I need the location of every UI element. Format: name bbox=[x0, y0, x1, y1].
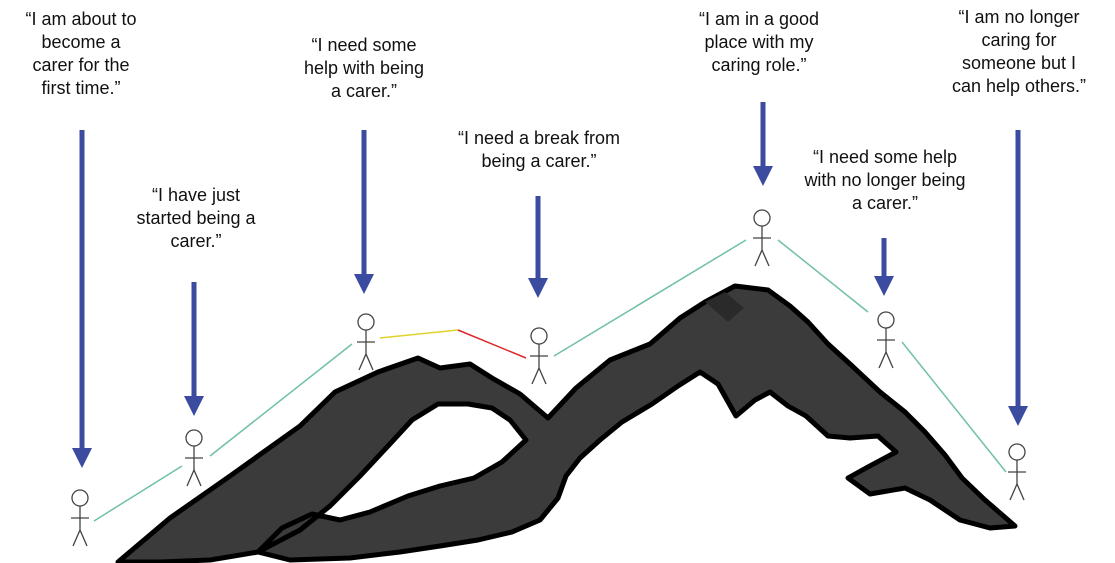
quote-just-started: “I have just started being a carer.” bbox=[136, 185, 256, 251]
stick-figure-7 bbox=[1008, 443, 1026, 501]
stick-figure-4 bbox=[530, 327, 548, 385]
journey-path bbox=[93, 239, 1007, 522]
quote-good-place: “I am in a good place with my caring rol… bbox=[698, 9, 820, 75]
quote-need-help: “I need some help with being a carer.” bbox=[303, 35, 425, 101]
stick-figure-3 bbox=[357, 313, 375, 371]
stick-figure-6 bbox=[877, 311, 895, 369]
mountain-icon bbox=[115, 283, 1018, 563]
stick-figure-icon bbox=[71, 209, 1026, 547]
stick-figure-2 bbox=[185, 429, 203, 487]
quote-help-no-longer-carer: “I need some help with no longer being a… bbox=[804, 147, 966, 213]
stick-figure-5 bbox=[753, 209, 771, 267]
down-arrow-icon bbox=[72, 102, 1028, 468]
quote-about-to-become-carer: “I am about to become a carer for the fi… bbox=[25, 9, 137, 98]
quote-no-longer-caring: “I am no longer caring for someone but I… bbox=[951, 7, 1087, 96]
stick-figure-1 bbox=[71, 489, 89, 547]
quote-need-break: “I need a break from being a carer.” bbox=[457, 128, 621, 171]
